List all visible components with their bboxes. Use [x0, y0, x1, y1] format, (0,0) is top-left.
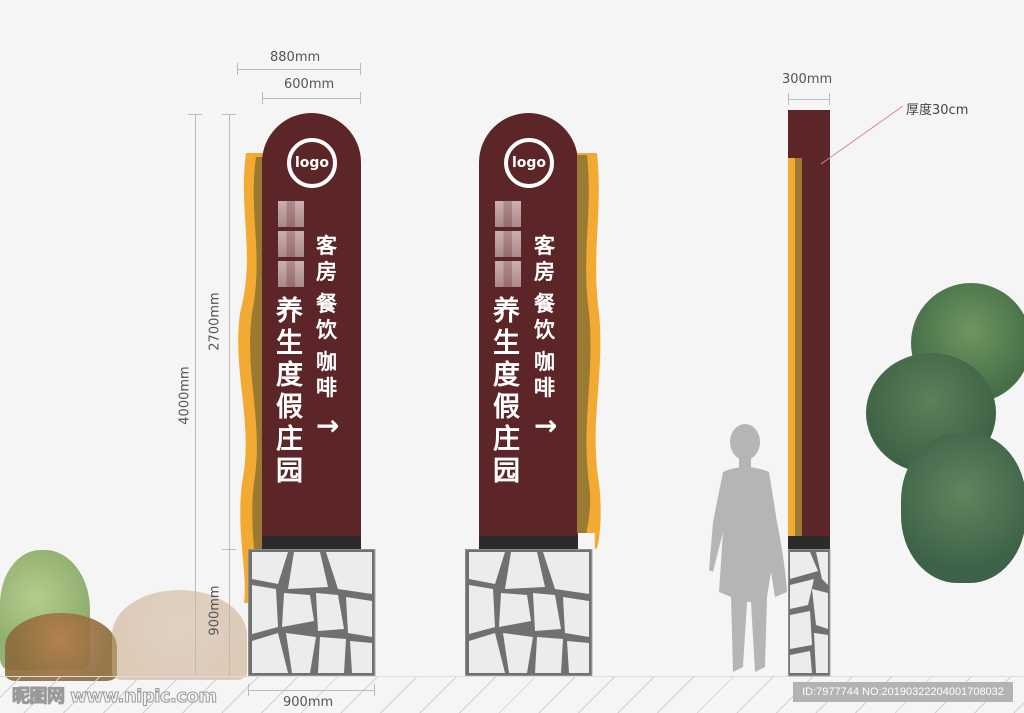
dim-panel-height-label: 2700mm	[207, 292, 223, 351]
tree-autumn	[5, 613, 117, 681]
watermark-site: 昵图网 www.nipic.com	[12, 686, 218, 708]
stone-base	[465, 549, 593, 676]
side-stone-base	[788, 549, 831, 677]
blurred-brand-block	[495, 201, 521, 287]
services-list: 客房 餐饮 咖啡	[534, 233, 564, 401]
dim-base-width-line	[248, 690, 375, 691]
thickness-note: 厚度30cm	[906, 103, 969, 118]
service-dining: 餐饮	[534, 292, 555, 342]
dim-total-height-label: 4000mm	[177, 366, 193, 425]
resort-name-vertical: 养 生 度 假 庄 园	[493, 296, 520, 487]
watermark-id: ID:7977744 NO:20190322204001708032	[793, 682, 1013, 702]
service-coffee: 咖啡	[534, 350, 555, 400]
dim-side-width-line	[788, 99, 830, 100]
side-cap-band	[788, 536, 830, 549]
blurred-brand-block	[278, 201, 304, 287]
dim-panel-width-label: 600mm	[284, 77, 335, 92]
sign-rear: logo 养 生 度 假 庄 园 客房 餐饮 咖啡 →	[465, 113, 605, 678]
wave-side-decoration	[577, 153, 601, 550]
service-dining: 餐饮	[316, 292, 337, 342]
sign-cap-band	[262, 536, 361, 549]
dim-base-height-label: 900mm	[207, 585, 223, 636]
service-rooms: 客房	[534, 234, 555, 284]
tree-faded	[112, 590, 247, 680]
dim-side-width-label: 300mm	[782, 72, 833, 87]
side-view	[788, 110, 831, 678]
dim-total-width-label: 880mm	[270, 50, 321, 65]
dim-total-height-line	[195, 114, 196, 676]
dim-panel-width-line	[262, 98, 361, 99]
thickness-leader-line	[820, 105, 904, 165]
stone-base	[248, 549, 376, 676]
tree-right	[866, 283, 1024, 603]
services-list: 客房 餐饮 咖啡	[316, 233, 346, 401]
sign-front: logo 养 生 度 假 庄 园 客房 餐饮 咖啡 →	[236, 113, 376, 678]
resort-name-vertical: 养 生 度 假 庄 园	[276, 296, 303, 487]
side-bronze-strip	[795, 158, 802, 536]
trees-left	[0, 545, 250, 681]
logo-badge: logo	[287, 138, 337, 188]
sign-cap-band	[479, 536, 578, 549]
arrow-right-icon: →	[534, 409, 558, 442]
dim-panel-height-line	[229, 114, 230, 676]
service-rooms: 客房	[316, 234, 337, 284]
arrow-right-icon: →	[316, 409, 340, 442]
dim-base-width-label: 900mm	[283, 695, 334, 710]
logo-badge: logo	[504, 138, 554, 188]
side-gold-strip	[788, 158, 795, 536]
service-coffee: 咖啡	[316, 350, 337, 400]
human-silhouette	[709, 424, 787, 672]
dim-total-width-line	[237, 69, 361, 70]
